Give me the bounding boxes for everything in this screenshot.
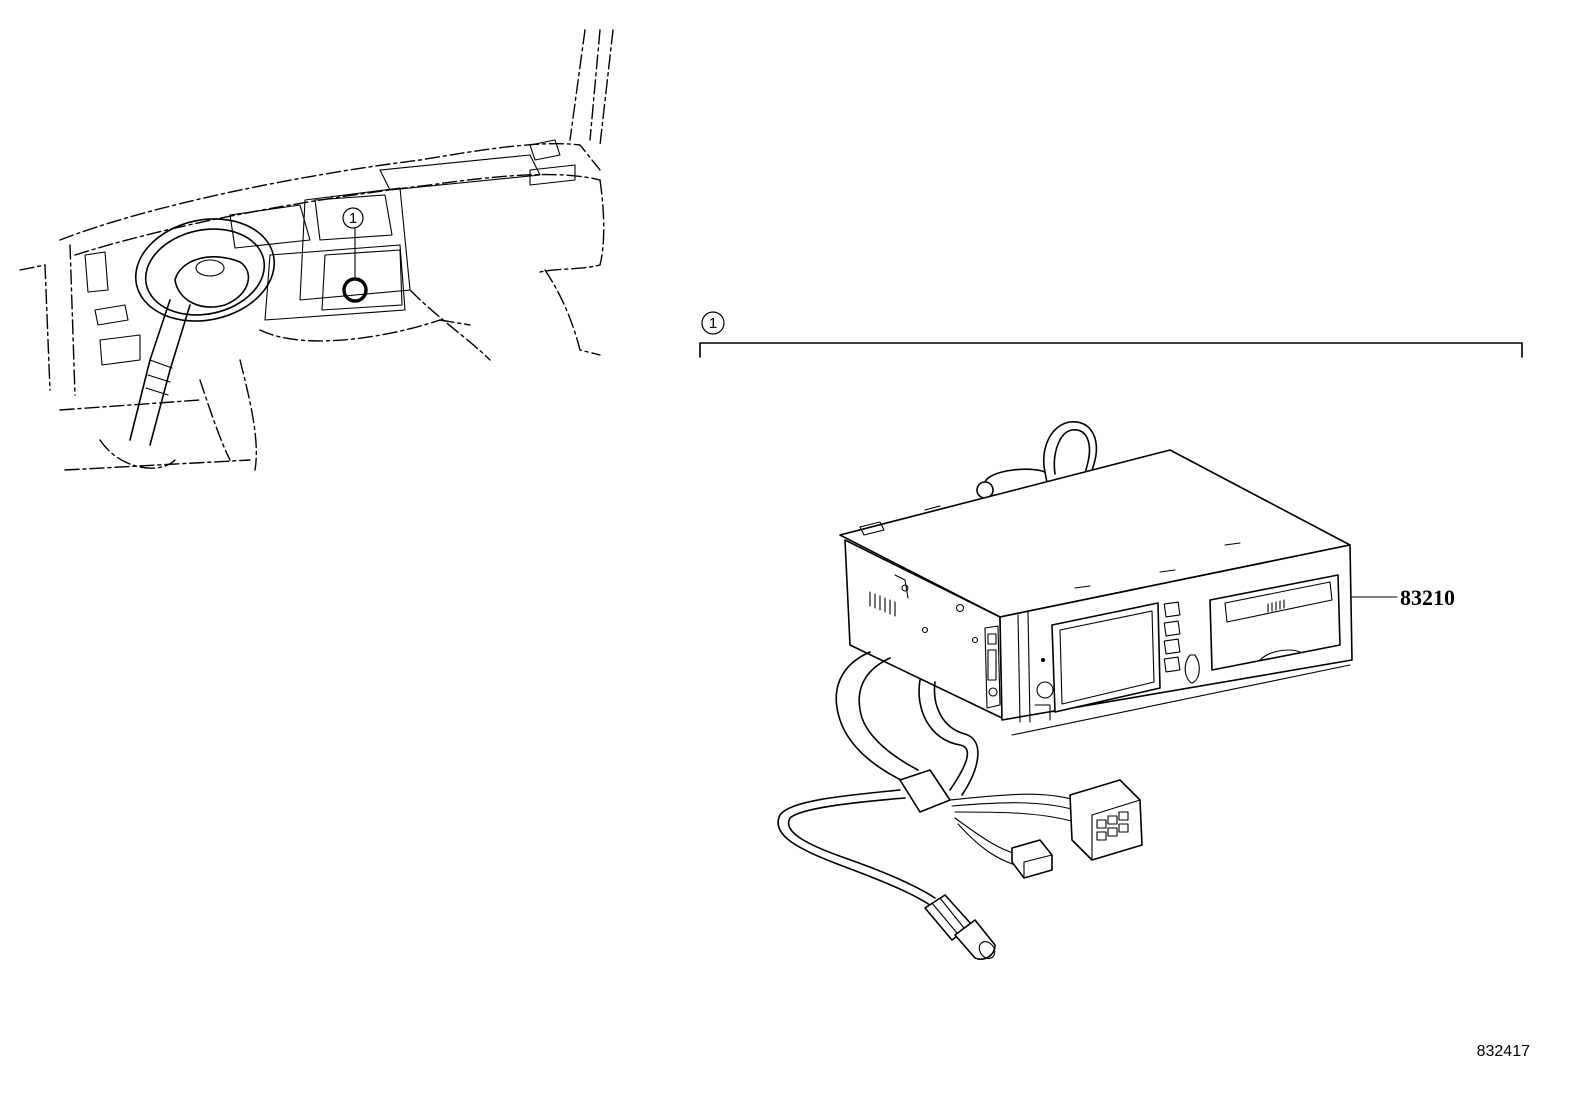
audio-unit-illustration (777, 421, 1398, 960)
assembly-callout-number: 1 (709, 315, 717, 332)
assembly-bracket (699, 311, 1523, 358)
dashboard-callout-number: 1 (349, 210, 357, 227)
part-number-label: 83210 (1400, 585, 1455, 610)
dashboard-illustration (19, 29, 614, 471)
diagram-id-label: 832417 (1477, 1043, 1530, 1060)
